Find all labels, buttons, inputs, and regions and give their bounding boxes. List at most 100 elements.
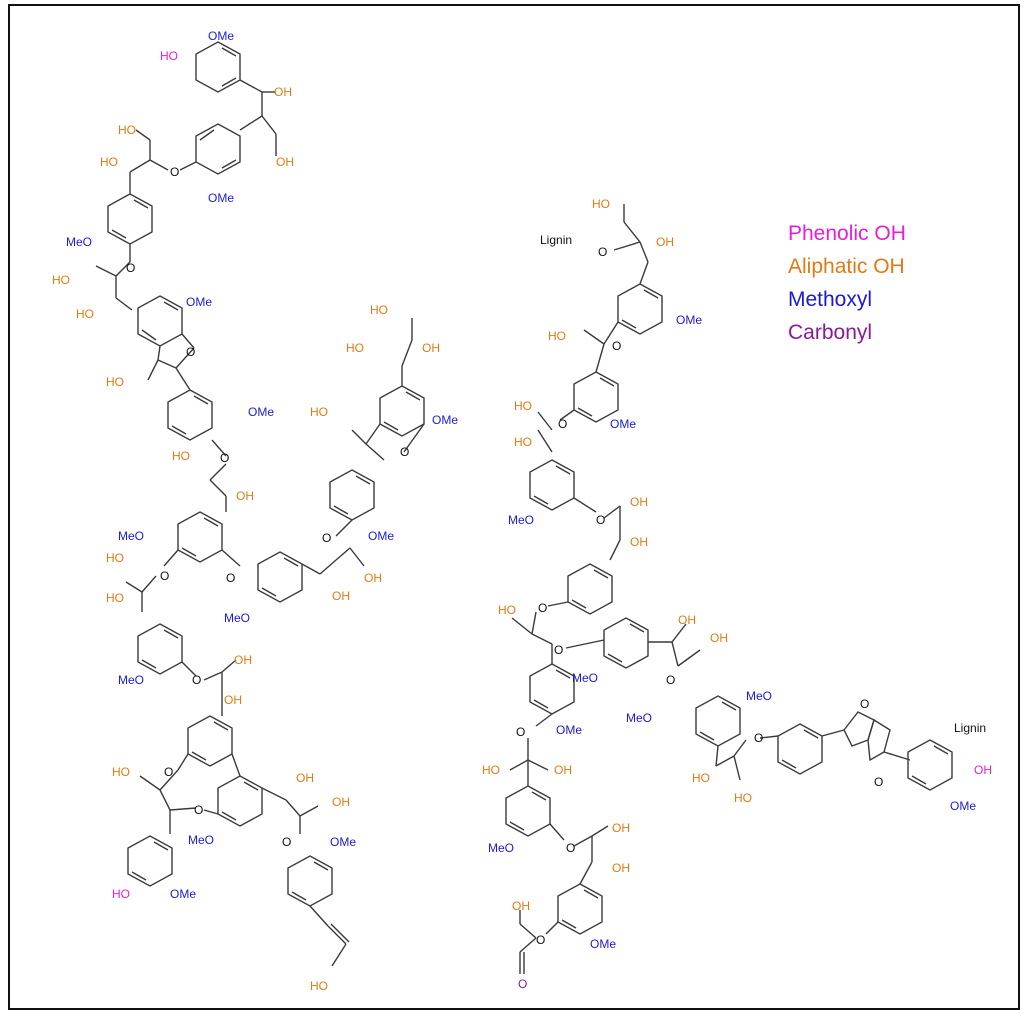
atom-label-oh: OH <box>630 535 648 549</box>
atom-label-o: O <box>598 245 607 259</box>
atom-label-ho: HO <box>106 591 124 605</box>
aromatic-ring <box>137 623 183 675</box>
atom-label-o: O <box>874 775 883 789</box>
bond-network <box>95 41 953 974</box>
atom-label-oh: OH <box>630 495 648 509</box>
atom-label-oh: OH <box>554 763 572 777</box>
atom-label-ho: HO <box>310 979 328 993</box>
atom-label-o: O <box>226 571 235 585</box>
atom-label-ome: OMe <box>950 799 976 813</box>
atom-label-o: O <box>566 841 575 855</box>
atom-label-layer: HOOMeOHOHOMeHOHOOMeOOHOHOOMeOHOOMeOHOOHM… <box>52 29 992 993</box>
atom-label-o: O <box>538 601 547 615</box>
atom-label-oh: OH <box>512 899 530 913</box>
atom-label-ho: HO <box>514 435 532 449</box>
aromatic-ring <box>567 563 613 615</box>
atom-label-ome: OMe <box>248 405 274 419</box>
aromatic-ring <box>195 41 241 93</box>
atom-label-ho: HO <box>118 123 136 137</box>
atom-label-o: O <box>126 261 135 275</box>
legend-aliphatic-oh: Aliphatic OH <box>788 255 905 278</box>
atom-label-ho: HO <box>692 771 710 785</box>
atom-label-meo: MeO <box>488 841 514 855</box>
atom-label-o: O <box>220 451 229 465</box>
atom-label-ho: HO <box>498 603 516 617</box>
aromatic-ring <box>187 715 233 767</box>
aromatic-ring <box>195 123 241 175</box>
atom-label-meo: MeO <box>118 529 144 543</box>
aromatic-ring <box>557 883 603 935</box>
atom-label-o: O <box>558 417 567 431</box>
aromatic-ring <box>777 723 823 775</box>
atom-label-o: O <box>160 569 169 583</box>
atom-label-oh: OH <box>236 489 254 503</box>
aromatic-ring <box>907 739 953 791</box>
atom-label-o: O <box>282 835 291 849</box>
furan-ring <box>867 718 891 762</box>
atom-label-o: O <box>322 531 331 545</box>
atom-label-o: O <box>860 697 869 711</box>
atom-label-o: O <box>612 339 621 353</box>
atom-label-o: O <box>754 731 763 745</box>
legend-carbonyl: Carbonyl <box>788 321 872 344</box>
atom-label-meo: MeO <box>118 673 144 687</box>
aromatic-ring <box>603 617 649 669</box>
atom-label-ho: HO <box>112 765 130 779</box>
aromatic-ring <box>217 775 263 827</box>
atom-label-oh: OH <box>612 821 630 835</box>
atom-label-ome: OMe <box>208 29 234 43</box>
aromatic-ring <box>257 551 303 603</box>
atom-label-ho: HO <box>514 399 532 413</box>
atom-label-ho: HO <box>734 791 752 805</box>
aromatic-ring <box>177 511 223 563</box>
atom-label-ome: OMe <box>170 887 196 901</box>
atom-label-ho: HO <box>346 341 364 355</box>
atom-label-o: O <box>536 933 545 947</box>
aromatic-ring <box>137 295 183 347</box>
aromatic-ring <box>529 459 575 511</box>
atom-label-ome: OMe <box>590 937 616 951</box>
legend-methoxyl: Methoxyl <box>788 288 872 311</box>
figure-frame <box>8 4 1020 1010</box>
atom-label-ho: HO <box>592 197 610 211</box>
atom-label-ho: HO <box>112 887 130 901</box>
atom-label-oh: OH <box>710 631 728 645</box>
aromatic-ring <box>505 785 551 837</box>
atom-label-oh: OH <box>656 235 674 249</box>
atom-label-oh: OH <box>296 771 314 785</box>
aromatic-ring <box>379 385 425 437</box>
atom-label-ome: OMe <box>186 295 212 309</box>
atom-label-ho: HO <box>106 551 124 565</box>
legend-phenolic-oh: Phenolic OH <box>788 222 906 245</box>
atom-label-lignin: Lignin <box>540 233 572 247</box>
atom-label-o: O <box>192 673 201 687</box>
atom-label-meo: MeO <box>508 513 534 527</box>
atom-label-oh: OH <box>234 653 252 667</box>
atom-label-ome: OMe <box>432 413 458 427</box>
aromatic-ring <box>529 663 575 715</box>
atom-label-ho: HO <box>310 405 328 419</box>
atom-label-o: O <box>516 725 525 739</box>
atom-label-ome: OMe <box>610 417 636 431</box>
atom-label-ome: OMe <box>330 835 356 849</box>
atom-label-oh: OH <box>974 763 992 777</box>
atom-label-o: O <box>164 765 173 779</box>
atom-label-oh: OH <box>612 861 630 875</box>
atom-label-ome: OMe <box>676 313 702 327</box>
atom-label-meo: MeO <box>224 611 250 625</box>
furan-ring <box>843 711 875 747</box>
atom-label-o: O <box>666 673 675 687</box>
aromatic-ring <box>127 835 173 887</box>
atom-label-o: O <box>186 345 195 359</box>
atom-label-oh: OH <box>364 571 382 585</box>
aromatic-ring <box>329 469 375 521</box>
atom-label-ome: OMe <box>556 723 582 737</box>
atom-label-o: O <box>400 445 409 459</box>
atom-label-ho: HO <box>100 155 118 169</box>
atom-label-ho: HO <box>370 303 388 317</box>
atom-label-oh: OH <box>276 155 294 169</box>
atom-label-lignin: Lignin <box>954 721 986 735</box>
atom-label-ho: HO <box>160 49 178 63</box>
atom-label-ho: HO <box>76 307 94 321</box>
